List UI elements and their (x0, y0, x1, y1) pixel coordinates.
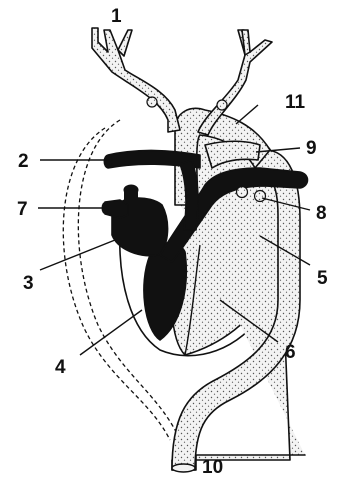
label-3: 3 (23, 273, 34, 294)
label-6: 6 (285, 342, 296, 363)
label-8: 8 (316, 203, 327, 224)
label-10: 10 (202, 457, 223, 478)
label-1: 1 (111, 6, 122, 27)
label-9: 9 (306, 138, 317, 159)
label-7: 7 (17, 199, 28, 220)
left-carotid-trunk (92, 28, 180, 132)
label-5: 5 (317, 268, 328, 289)
left-carotid-branch-a (118, 30, 132, 56)
label-2: 2 (18, 151, 29, 172)
label-11: 11 (285, 92, 306, 113)
label-4: 4 (55, 357, 66, 378)
